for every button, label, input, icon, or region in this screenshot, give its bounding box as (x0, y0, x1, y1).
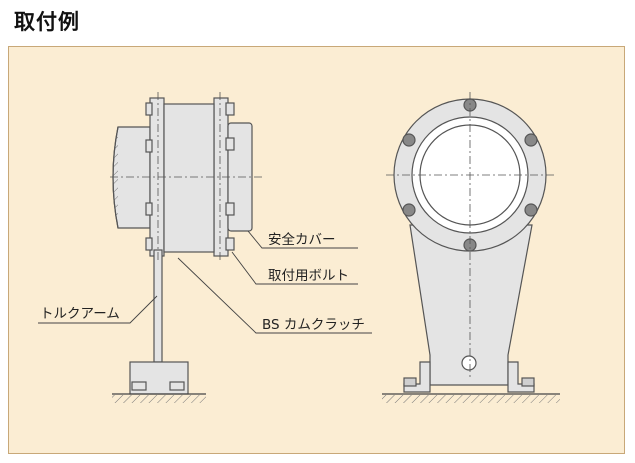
foot-nut (403, 377, 417, 387)
left-ground (112, 393, 206, 403)
front-centerlines (386, 92, 556, 380)
shaft (112, 126, 151, 229)
mount-bolt (225, 237, 235, 251)
mount-bolt (225, 137, 235, 151)
foot-nut (521, 377, 535, 387)
page-title: 取付例 (14, 10, 80, 34)
pin-hole (461, 355, 477, 371)
flange-bolt (524, 203, 538, 217)
base-nut (169, 381, 185, 391)
right-ground (382, 393, 560, 403)
flange-bolt (524, 133, 538, 147)
bolt (145, 139, 153, 153)
mount-bolt (225, 102, 235, 116)
leader-lines (38, 230, 372, 334)
flange-bolt (402, 203, 416, 217)
label-torque-arm: トルクアーム (40, 306, 120, 322)
flange-bolt (402, 133, 416, 147)
mount-bolt (225, 202, 235, 216)
side-centerlines (110, 92, 262, 260)
clutch-body (163, 103, 215, 253)
bolt (145, 102, 153, 116)
front-view (393, 98, 547, 393)
label-safety-cover: 安全カバー (268, 231, 336, 248)
drawing-panel (8, 46, 625, 454)
bolt (145, 237, 153, 251)
bolt (145, 202, 153, 216)
label-cam-clutch: BS カムクラッチ (262, 317, 365, 333)
base-nut (131, 381, 147, 391)
side-view (112, 97, 253, 395)
torque-arm (153, 249, 163, 363)
label-mount-bolt: 取付用ボルト (268, 268, 349, 284)
